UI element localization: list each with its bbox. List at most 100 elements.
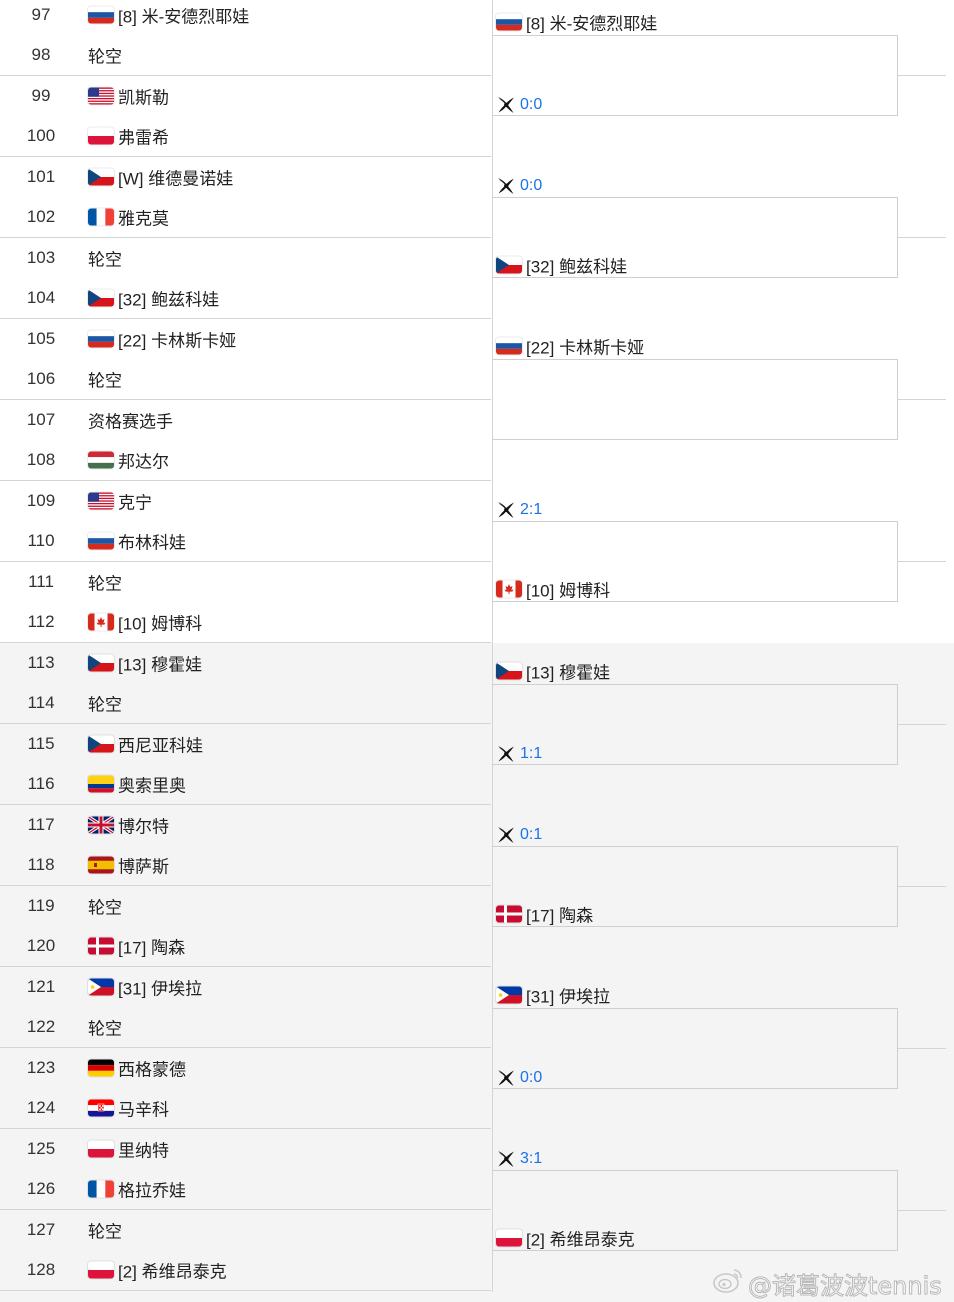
player-name[interactable]: 雅克莫 (118, 209, 169, 229)
second-round-player[interactable]: [10] 姆博科 (496, 577, 896, 601)
score-text[interactable]: 0:1 (520, 826, 543, 843)
draw-slot[interactable]: 105[22] 卡林斯卡娅 (0, 319, 491, 359)
player-name[interactable]: 弗雷希 (118, 128, 169, 148)
player-name[interactable]: [13] 穆霍娃 (118, 655, 203, 675)
player-name[interactable]: 克宁 (118, 493, 152, 513)
second-round-player[interactable]: [32] 鲍兹科娃 (496, 253, 896, 277)
player-name[interactable]: 轮空 (88, 47, 122, 67)
player-name[interactable]: [10] 姆博科 (118, 614, 203, 634)
player-name[interactable]: 布林科娃 (118, 533, 186, 553)
head-to-head-score[interactable]: 2:1 (496, 499, 596, 521)
head-to-head-score[interactable]: 1:1 (496, 743, 596, 765)
player-name[interactable]: [W] 维德曼诺娃 (118, 169, 234, 189)
player-name[interactable]: [32] 鲍兹科娃 (526, 257, 628, 277)
second-round-player[interactable]: [13] 穆霍娃 (496, 659, 896, 683)
player-name[interactable]: [32] 鲍兹科娃 (118, 290, 220, 310)
score-text[interactable]: 3:1 (520, 1150, 543, 1167)
player-name[interactable]: 资格赛选手 (88, 412, 173, 432)
player-name[interactable]: [8] 米-安德烈耶娃 (118, 7, 250, 27)
player-name[interactable]: [2] 希维昂泰克 (526, 1230, 635, 1250)
player-name[interactable]: [31] 伊埃拉 (526, 987, 611, 1007)
player-name[interactable]: 轮空 (88, 1019, 122, 1039)
player-name[interactable]: [13] 穆霍娃 (526, 663, 611, 683)
draw-slot[interactable]: 113[13] 穆霍娃 (0, 643, 491, 683)
score-text[interactable]: 1:1 (520, 745, 543, 762)
draw-slot[interactable]: 121[31] 伊埃拉 (0, 967, 491, 1007)
player-name[interactable]: 博尔特 (118, 817, 169, 837)
player-name[interactable]: [10] 姆博科 (526, 581, 611, 601)
bracket-connector (492, 684, 898, 765)
second-round-player[interactable]: [22] 卡林斯卡娅 (496, 334, 896, 358)
score-text[interactable]: 0:0 (520, 96, 543, 113)
draw-position: 107 (26, 410, 56, 429)
player-name[interactable]: 轮空 (88, 250, 122, 270)
second-round-player[interactable]: [31] 伊埃拉 (496, 983, 896, 1007)
player-name[interactable]: [22] 卡林斯卡娅 (526, 338, 645, 358)
score-text[interactable]: 0:0 (520, 1069, 543, 1086)
player-name[interactable]: 轮空 (88, 898, 122, 918)
player-name[interactable]: 邦达尔 (118, 452, 169, 472)
flag-czechia-icon (88, 735, 114, 753)
draw-slot[interactable]: 128[2] 希维昂泰克 (0, 1250, 491, 1290)
player-name[interactable]: [2] 希维昂泰克 (118, 1262, 227, 1282)
player-name[interactable]: [22] 卡林斯卡娅 (118, 331, 237, 351)
player-name[interactable]: [31] 伊埃拉 (118, 979, 203, 999)
player-name[interactable]: [17] 陶森 (118, 938, 186, 958)
player-name[interactable]: 里纳特 (118, 1141, 169, 1161)
player-name[interactable]: [17] 陶森 (526, 906, 594, 926)
player-name[interactable]: 轮空 (88, 371, 122, 391)
player-name[interactable]: 格拉乔娃 (118, 1181, 186, 1201)
player-name[interactable]: 轮空 (88, 695, 122, 715)
flag-hungary-icon (88, 451, 114, 469)
draw-slot[interactable]: 120[17] 陶森 (0, 926, 491, 966)
score-text[interactable]: 0:0 (520, 177, 543, 194)
head-to-head-score[interactable]: 3:1 (496, 1148, 596, 1170)
draw-slot[interactable]: 104[32] 鲍兹科娃 (0, 278, 491, 318)
head-to-head-score[interactable]: 0:0 (496, 1067, 596, 1089)
draw-slot[interactable]: 107 资格赛选手 (0, 400, 491, 440)
player-name[interactable]: [8] 米-安德烈耶娃 (526, 14, 658, 34)
player-name[interactable]: 凯斯勒 (118, 88, 169, 108)
second-round-player[interactable]: [17] 陶森 (496, 902, 896, 926)
head-to-head-score[interactable]: 0:0 (496, 175, 596, 197)
score-text[interactable]: 2:1 (520, 501, 543, 518)
player-name[interactable]: 西格蒙德 (118, 1060, 186, 1080)
player-name[interactable]: 马辛科 (118, 1100, 169, 1120)
head-to-head-score[interactable]: 0:0 (496, 94, 596, 116)
draw-slot[interactable]: 101[W] 维德曼诺娃 (0, 157, 491, 197)
second-round-player[interactable]: [8] 米-安德烈耶娃 (496, 10, 896, 34)
player-name[interactable]: 奥索里奥 (118, 776, 186, 796)
draw-slot[interactable]: 97[8] 米-安德烈耶娃 (0, 0, 491, 35)
second-round-player[interactable]: [2] 希维昂泰克 (496, 1226, 896, 1250)
draw-slot[interactable]: 112[10] 姆博科 (0, 602, 491, 642)
player-name[interactable]: 轮空 (88, 1222, 122, 1242)
player-name[interactable]: 西尼亚科娃 (118, 736, 203, 756)
head-to-head-score[interactable]: 0:1 (496, 824, 596, 846)
player-name[interactable]: 博萨斯 (118, 857, 169, 877)
player-name[interactable]: 轮空 (88, 574, 122, 594)
flag-denmark-icon (88, 937, 114, 955)
